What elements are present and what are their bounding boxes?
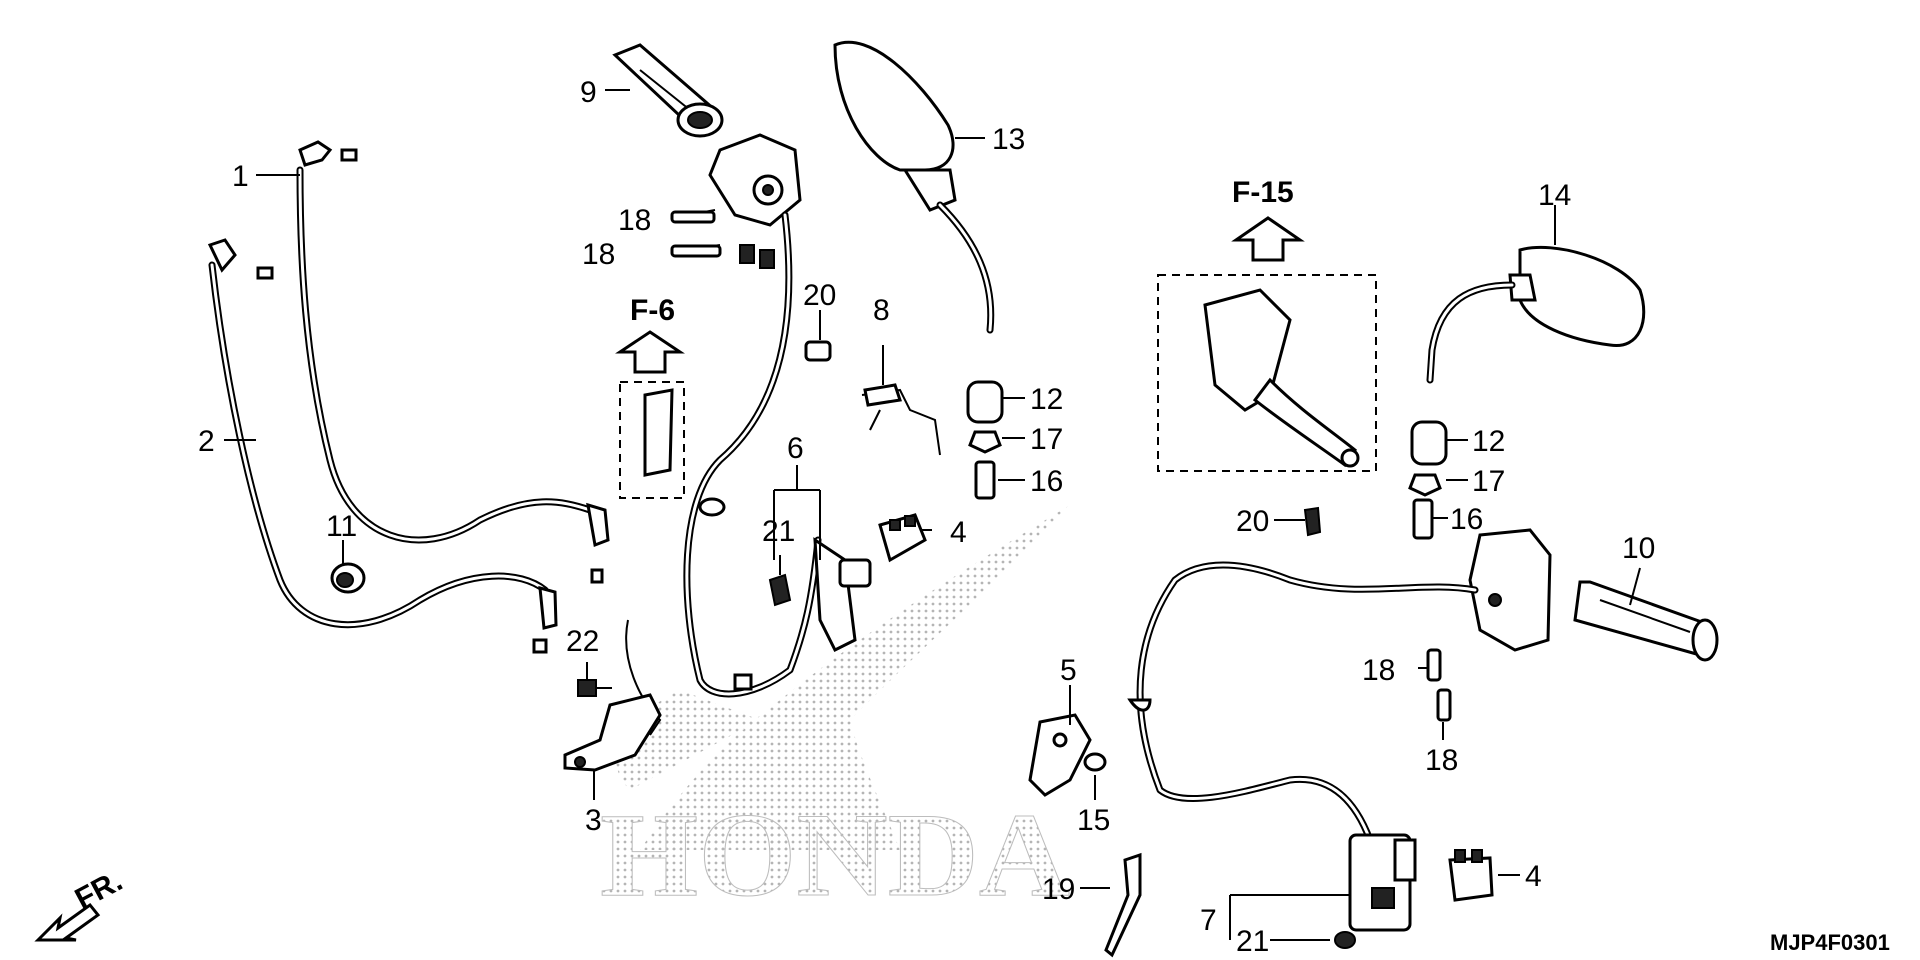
drawing-code: MJP4F0301 (1770, 930, 1890, 955)
harness-stay (861, 383, 941, 456)
watermark-wordmark: HONDA (600, 788, 1070, 921)
callout-17-right: 17 (1472, 465, 1505, 498)
screws-18-left (670, 209, 722, 258)
callout-17-left: 17 (1030, 423, 1063, 456)
callout-21-right: 21 (1236, 925, 1269, 958)
callout-16-right: 16 (1450, 503, 1483, 536)
ref-f15-label: F-15 (1232, 176, 1294, 209)
callout-1: 1 (232, 160, 249, 193)
callout-4-right: 4 (1525, 860, 1542, 893)
throttle-cable-a (296, 140, 610, 584)
callout-7: 7 (1200, 904, 1217, 937)
ref-f6-group: F-6 (615, 294, 685, 499)
callout-11: 11 (326, 510, 357, 543)
bar-end-left (966, 380, 1004, 500)
ref-f15-group: F-15 (1157, 176, 1377, 472)
leader-lines (224, 89, 1641, 941)
callout-3: 3 (585, 804, 602, 837)
screws-18-right (1426, 648, 1452, 722)
wing-logo (640, 505, 1070, 850)
bar-end-right (1408, 420, 1448, 540)
callout-2: 2 (198, 425, 215, 458)
callout-18-c: 18 (1362, 654, 1395, 687)
bolt-22 (577, 679, 612, 697)
right-switch-housing (1127, 528, 1552, 932)
honda-watermark: HONDA (600, 505, 1071, 922)
right-mirror (1426, 245, 1646, 384)
callout-18-b: 18 (582, 238, 615, 271)
callout-6: 6 (787, 432, 804, 465)
left-mirror (833, 40, 995, 334)
callout-10: 10 (1622, 532, 1655, 565)
callout-4-left: 4 (950, 516, 967, 549)
clip-21-right (1334, 931, 1356, 949)
clutch-switch-connector (813, 537, 872, 653)
front-direction-marker: FR. (34, 864, 128, 942)
ref-f6-label: F-6 (630, 294, 675, 327)
left-grip (612, 43, 724, 138)
bolt-15 (1083, 752, 1107, 772)
callout-13: 13 (992, 123, 1025, 156)
callout-12-right: 12 (1472, 425, 1505, 458)
clip-20-left (804, 340, 832, 362)
left-switch-housing (683, 133, 822, 698)
callout-5: 5 (1060, 654, 1077, 687)
callout-18-a: 18 (618, 204, 651, 237)
callout-19: 19 (1042, 873, 1075, 906)
connector-4-right (1448, 849, 1494, 902)
connector-4-left (878, 513, 927, 563)
cable-clamp (330, 562, 366, 594)
switch-bracket-5 (1028, 713, 1092, 797)
callout-12-left: 12 (1030, 383, 1063, 416)
right-grip (1573, 580, 1719, 662)
cable-tie-19 (1104, 852, 1142, 958)
clip-20-right (1303, 506, 1322, 537)
callout-8: 8 (873, 294, 890, 327)
callout-18-d: 18 (1425, 744, 1458, 777)
front-marker-label: FR. (70, 864, 128, 916)
clip-21-left (768, 573, 792, 607)
callout-20-left: 20 (803, 279, 836, 312)
throttle-cable-b (207, 238, 558, 654)
callout-22: 22 (566, 625, 599, 658)
callout-20-right: 20 (1236, 505, 1269, 538)
callout-15: 15 (1077, 804, 1110, 837)
callouts: 1 2 3 4 4 5 6 7 8 9 10 11 12 12 13 14 15… (198, 76, 1655, 958)
callout-14: 14 (1538, 179, 1571, 212)
callout-16-left: 16 (1030, 465, 1063, 498)
callout-21-left: 21 (762, 515, 795, 548)
callout-9: 9 (580, 76, 597, 109)
